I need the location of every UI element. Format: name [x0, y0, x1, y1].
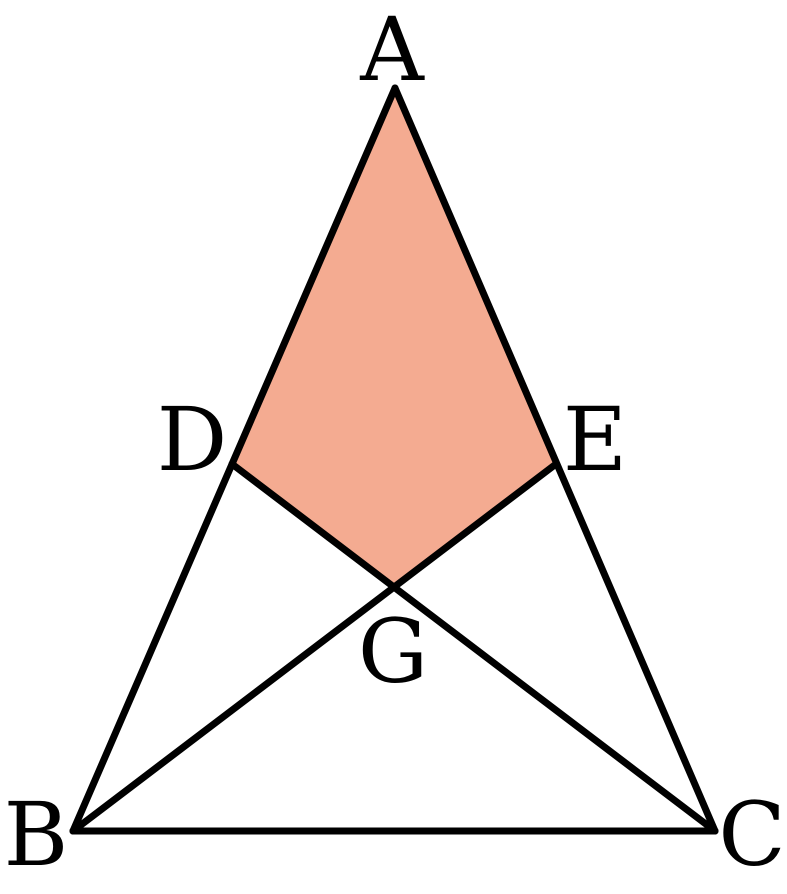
segment-AC — [391, 84, 719, 835]
point-label-D: D — [157, 388, 228, 491]
point-label-G: G — [358, 600, 428, 703]
segment-AB — [69, 84, 399, 835]
point-label-E: E — [563, 388, 627, 491]
point-label-C: C — [718, 783, 785, 886]
segment-CD — [228, 460, 719, 835]
point-label-A: A — [359, 0, 425, 101]
point-label-B: B — [4, 783, 69, 886]
shaded-quadrilateral-ADGE — [232, 88, 556, 587]
segment-BE — [69, 460, 560, 835]
